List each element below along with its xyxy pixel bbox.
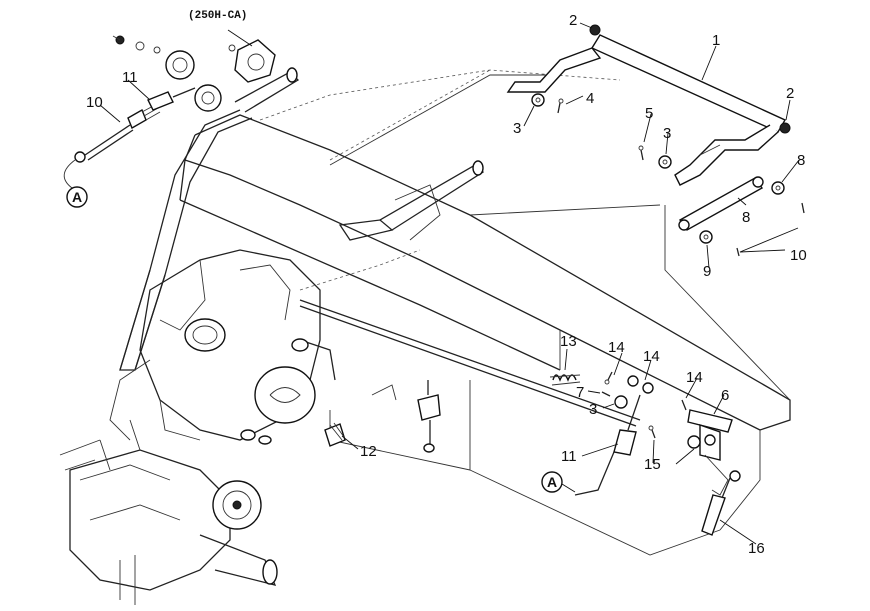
engine-block	[109, 249, 336, 445]
pulley-assembly-top-left	[112, 35, 276, 112]
callout-labels: (250H-CA) 2 1 2 4 3 5 3 8 8 10 9 11 10 1…	[86, 10, 807, 557]
callout-15: 16	[748, 540, 765, 557]
small-hardware-top	[531, 93, 805, 257]
reference-marker-a-right-label: A	[547, 474, 557, 490]
callout-3-mid: 3	[663, 125, 671, 142]
callout-1: 1	[712, 32, 720, 49]
callout-11-bottom: 12	[360, 443, 377, 460]
link-plate-part-7	[678, 176, 764, 231]
callout-12: 13	[560, 333, 577, 350]
callout-10-top: 10	[86, 94, 103, 111]
callout-6: 7	[576, 384, 584, 401]
callout-13: 14	[643, 348, 660, 365]
callout-9: 10	[790, 247, 807, 264]
callout-7: 8	[742, 209, 750, 226]
callout-11-top: 11	[122, 69, 138, 86]
callout-8-top: 8	[797, 152, 805, 169]
callout-2-right: 2	[786, 85, 794, 102]
callout-5: 6	[721, 387, 729, 404]
leader-lines	[99, 22, 800, 545]
lever-frame-part-1	[506, 24, 791, 186]
chassis-frame	[119, 67, 791, 556]
model-note: (250H-CA)	[188, 10, 247, 22]
callout-14-b: 14	[686, 369, 703, 386]
callout-14-c: 15	[644, 456, 661, 473]
linkage-lower-right	[549, 371, 741, 536]
callout-8-bottom: 9	[703, 263, 711, 280]
transmission-lower	[59, 419, 278, 605]
reference-marker-a-left-label: A	[72, 189, 82, 205]
reference-marker-a-right: A	[541, 471, 563, 493]
callout-10-bottom: 11	[561, 448, 577, 465]
callout-4-top: 4	[586, 90, 594, 107]
callout-3-bottom: 3	[589, 401, 597, 418]
callout-4-mid: 5	[645, 105, 653, 122]
callout-14-a: 14	[608, 339, 625, 356]
cable-and-spring-lower	[324, 380, 441, 453]
cable-and-spring-upper	[63, 87, 196, 189]
callout-2-top: 2	[569, 12, 577, 29]
reference-marker-a-left: A	[66, 186, 88, 208]
callout-3-top: 3	[513, 120, 521, 137]
